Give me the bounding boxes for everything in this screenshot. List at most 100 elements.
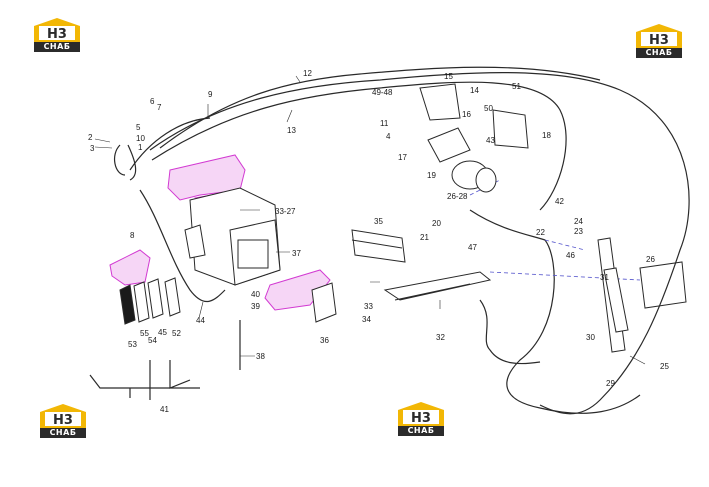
part-label-5: 5 [136, 123, 141, 132]
part-label-43: 43 [486, 136, 495, 145]
hose-13 [151, 81, 567, 211]
hose-lower-left [139, 189, 226, 303]
hose-12b [159, 66, 601, 149]
part-label-3: 3 [90, 144, 95, 153]
part-label-45: 45 [158, 328, 167, 337]
part-label-36: 36 [320, 336, 329, 345]
part-label-1: 1 [138, 143, 143, 152]
hose-left-b [127, 144, 137, 181]
part-label-2: 2 [88, 133, 93, 142]
part-label-50: 50 [484, 104, 493, 113]
part-label-6: 6 [150, 97, 155, 106]
filter-stack [119, 277, 181, 325]
hose-lower-right [479, 299, 541, 365]
part-label-13: 13 [287, 126, 296, 135]
logo-house-icon: H3 [636, 24, 682, 48]
logo-wordmark: CHAБ [34, 42, 80, 52]
leader-lines [94, 75, 646, 365]
part-label-16: 16 [462, 110, 471, 119]
hose-41-main [89, 360, 200, 400]
hose-22 [469, 209, 641, 414]
part-label-4: 4 [386, 132, 391, 141]
duct-left [109, 249, 151, 286]
part-label-53: 53 [128, 340, 137, 349]
part-label-23: 23 [574, 227, 583, 236]
logo-house-icon: H3 [34, 18, 80, 42]
part-label-19: 19 [427, 171, 436, 180]
part-label-37: 37 [292, 249, 301, 258]
part-label-20: 20 [432, 219, 441, 228]
hose-lines [89, 66, 690, 415]
bracket-26 [639, 261, 687, 309]
hose-left-a [113, 144, 126, 176]
part-label-46: 46 [566, 251, 575, 260]
brand-logo-bottom-left: H3 CHAБ [36, 404, 90, 438]
logo-mark: H3 [411, 411, 431, 426]
condenser-17 [427, 127, 471, 163]
hvac-unit [184, 187, 281, 286]
dashed-guide [469, 179, 641, 281]
part-label-8: 8 [130, 231, 135, 240]
part-label-7: 7 [157, 103, 162, 112]
logo-house-icon: H3 [40, 404, 86, 428]
filter-52 [164, 277, 181, 317]
logo-mark: H3 [649, 33, 669, 48]
bracket-14 [419, 83, 461, 121]
part-label-4948: 49-48 [372, 88, 393, 97]
logo-wordmark: CHAБ [636, 48, 682, 58]
part-label-12: 12 [303, 69, 312, 78]
part-label-55: 55 [140, 329, 149, 338]
filter-45 [147, 278, 164, 319]
hose-12 [149, 72, 690, 415]
part-label-15: 15 [444, 72, 453, 81]
part-label-47: 47 [468, 243, 477, 252]
part-label-21: 21 [420, 233, 429, 242]
part-label-39: 39 [251, 302, 260, 311]
brand-logo-top-left: H3 CHAБ [30, 18, 84, 52]
part-label-25: 25 [660, 362, 669, 371]
plate-18 [492, 109, 529, 149]
hvac-panel [237, 239, 269, 269]
compressor-clutch [475, 167, 497, 193]
part-label-42: 42 [555, 197, 564, 206]
part-label-33: 33 [364, 302, 373, 311]
part-label-17: 17 [398, 153, 407, 162]
part-label-10: 10 [136, 134, 145, 143]
logo-mark: H3 [53, 413, 73, 428]
part-label-54: 54 [148, 336, 157, 345]
part-label-24: 24 [574, 217, 583, 226]
part-label-14: 14 [470, 86, 479, 95]
part-label-31: 31 [600, 273, 609, 282]
part-label-29: 29 [606, 379, 615, 388]
logo-house-icon: H3 [398, 402, 444, 426]
logo-wordmark: CHAБ [40, 428, 86, 438]
part-label-22: 22 [536, 228, 545, 237]
part-label-2628: 26-28 [447, 192, 468, 201]
part-label-44: 44 [196, 316, 205, 325]
filter-53 [119, 284, 136, 325]
part-label-52: 52 [172, 329, 181, 338]
compressor [451, 160, 497, 193]
cylinders [597, 237, 629, 353]
brand-logo-top-right: H3 CHAБ [632, 24, 686, 58]
part-label-30: 30 [586, 333, 595, 342]
part-label-9: 9 [208, 90, 213, 99]
part-label-18: 18 [542, 131, 551, 140]
part-label-3327: 33-27 [275, 207, 296, 216]
bracket-35 [351, 229, 406, 263]
part-label-26: 26 [646, 255, 655, 264]
part-label-38: 38 [256, 352, 265, 361]
cylinder-25 [603, 267, 629, 333]
part-label-11: 11 [380, 119, 389, 128]
filter-55 [133, 281, 150, 323]
part-label-34: 34 [362, 315, 371, 324]
brand-logo-bottom-center: H3 CHAБ [394, 402, 448, 436]
part-label-32: 32 [436, 333, 445, 342]
hose-9 [129, 117, 211, 171]
part-label-35: 35 [374, 217, 383, 226]
part-36 [311, 282, 337, 323]
logo-wordmark: CHAБ [398, 426, 444, 436]
